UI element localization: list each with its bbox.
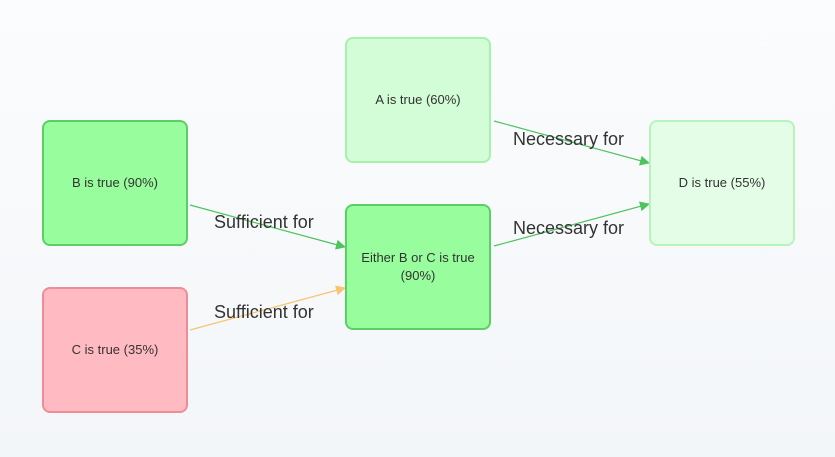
edge-bc-to-d (493, 201, 650, 247)
edge-label-bc-to-d: Necessary for (513, 218, 625, 238)
node-d: D is true (55%) (649, 120, 795, 246)
node-b: B is true (90%) (42, 120, 188, 246)
node-a: A is true (60%) (345, 37, 491, 163)
node-c-label: C is true (35%) (71, 342, 159, 357)
edge-label-a-to-d: Necessary for (513, 129, 625, 149)
node-either-b-or-c-label: Either B or C is true (90%) (361, 250, 475, 283)
node-c: C is true (35%) (42, 287, 188, 413)
edge-label-b-to-bc: Sufficient for (214, 212, 314, 232)
edge-label-c-to-bc: Sufficient for (214, 302, 314, 322)
edge-a-to-d (493, 120, 650, 166)
edge-b-to-bc (189, 204, 346, 250)
node-b-label: B is true (90%) (72, 175, 158, 190)
node-a-label: A is true (60%) (375, 92, 461, 107)
edge-c-to-bc (189, 285, 346, 331)
node-d-label: D is true (55%) (678, 175, 766, 190)
node-either-b-or-c: Either B or C is true (90%) (345, 204, 491, 330)
